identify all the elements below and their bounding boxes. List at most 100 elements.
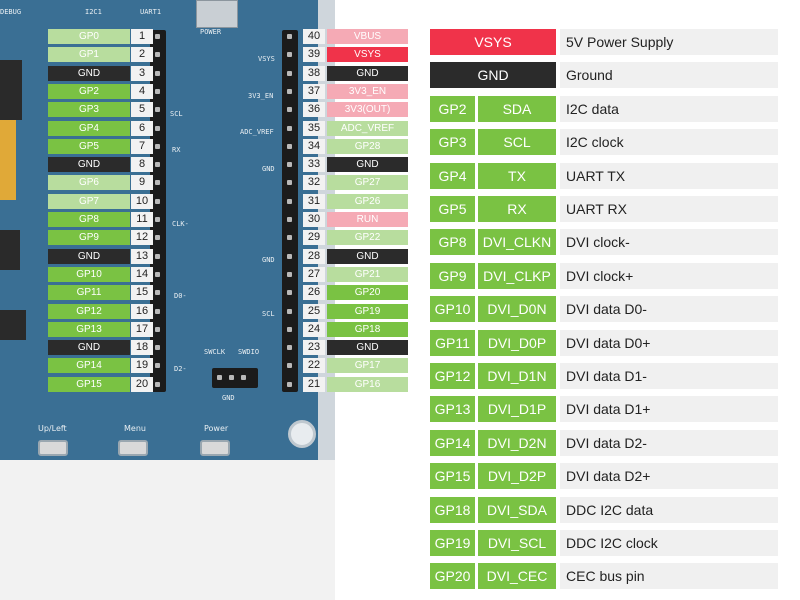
right-pin-number: 33: [303, 157, 325, 173]
legend-description-bg: [560, 563, 778, 590]
legend-description-bg: [560, 162, 778, 189]
right-pin-label: GP26: [327, 193, 408, 209]
legend-function-chip: SDA: [478, 95, 556, 122]
header-pin: [287, 217, 292, 222]
left-pin-label: GP4: [48, 120, 130, 136]
mounting-hole: [288, 420, 316, 448]
silk-label: RX: [172, 146, 181, 154]
header-pin: [155, 34, 160, 39]
silk-label: GND: [262, 165, 275, 173]
legend-function-chip: DVI_SCL: [478, 530, 556, 556]
header-pin: [287, 235, 292, 241]
component: [0, 310, 26, 340]
left-pin-number: 5: [131, 102, 153, 118]
legend-description-bg: [560, 229, 778, 256]
header-pin: [287, 308, 292, 314]
legend-description: UART RX: [566, 201, 627, 217]
header-pin: [287, 290, 292, 296]
right-pin-number: 32: [303, 175, 325, 191]
legend-function-chip: DVI_D1P: [478, 396, 556, 423]
legend-description: DVI clock+: [566, 267, 634, 284]
legend-gpio-chip: GP8: [430, 229, 475, 256]
header-pin: [287, 143, 292, 149]
right-pin-label: VBUS: [327, 29, 408, 44]
silk-label: SWDIO: [238, 348, 260, 356]
header-pin: [155, 52, 160, 58]
legend-function-chip: DVI_D0N: [478, 296, 556, 323]
legend-gpio-chip: GP18: [430, 496, 475, 523]
legend-description: DVI data D1-: [566, 368, 647, 384]
header-pin: [287, 198, 292, 204]
legend-description: CEC bus pin: [566, 568, 645, 585]
left-pin-label: GND: [48, 248, 130, 264]
header-pin: [155, 326, 160, 332]
left-pin-label: GP9: [48, 230, 130, 246]
swd-pin: [217, 375, 222, 380]
silk-label: DEBUG: [0, 8, 22, 16]
right-pin-label: GP18: [327, 321, 408, 337]
right-pin-number: 29: [303, 230, 325, 246]
silk-label: VSYS: [258, 55, 275, 63]
left-pin-label: GP12: [48, 303, 130, 319]
right-pin-number: 31: [303, 193, 325, 209]
right-pin-label: GP22: [327, 230, 408, 246]
header-pin: [155, 162, 160, 168]
usb-connector: [196, 0, 238, 28]
silk-label: POWER: [200, 28, 222, 36]
left-pin-label: GP3: [48, 102, 130, 118]
legend-description: DDC I2C clock: [566, 535, 658, 551]
legend-function-chip: DVI_SDA: [478, 496, 556, 523]
legend-gpio-chip: GP10: [430, 296, 475, 323]
right-pin-label: 3V3(OUT): [327, 102, 408, 118]
header-pin: [155, 70, 160, 76]
legend-description-bg: [560, 29, 778, 55]
silk-label: I2C1: [85, 8, 102, 16]
legend-description: 5V Power Supply: [566, 34, 674, 50]
component: [0, 60, 22, 120]
left-pin-number: 15: [131, 285, 153, 301]
left-pin-number: 16: [131, 303, 153, 319]
legend-description-bg: [560, 62, 778, 89]
header-pin: [155, 235, 160, 241]
button-label: Power: [204, 424, 229, 433]
silk-label: GND: [262, 256, 275, 264]
left-pin-label: GND: [48, 340, 130, 356]
left-pin-number: 4: [131, 83, 153, 99]
right-pin-number: 22: [303, 358, 325, 374]
header-pin: [287, 88, 292, 94]
header-pin: [155, 290, 160, 296]
swd-pin: [229, 375, 234, 380]
header-pin: [287, 381, 292, 387]
legend-description-bg: [560, 363, 778, 389]
header-pin: [155, 107, 160, 113]
header-pin: [287, 34, 292, 39]
left-pin-label: GP1: [48, 47, 130, 63]
left-pin-label: GP7: [48, 193, 130, 209]
up-left-button: [38, 440, 68, 456]
header-pin: [287, 125, 292, 131]
header-pin: [287, 345, 292, 351]
legend-gpio-chip: GP4: [430, 162, 475, 189]
legend-gpio-chip: GP11: [430, 329, 475, 356]
component: [0, 230, 20, 270]
left-pin-number: 10: [131, 193, 153, 209]
silk-label: GND: [222, 394, 235, 402]
left-pin-label: GP8: [48, 212, 130, 227]
button-label: Up/Left: [38, 424, 67, 433]
right-pin-label: GP17: [327, 358, 408, 374]
silk-label: ADC_VREF: [240, 128, 274, 136]
legend-gpio-chip: GP14: [430, 429, 475, 456]
left-pin-number: 13: [131, 248, 153, 264]
right-pin-label: GP20: [327, 285, 408, 301]
header-pin: [287, 52, 292, 58]
menu-button: [118, 440, 148, 456]
